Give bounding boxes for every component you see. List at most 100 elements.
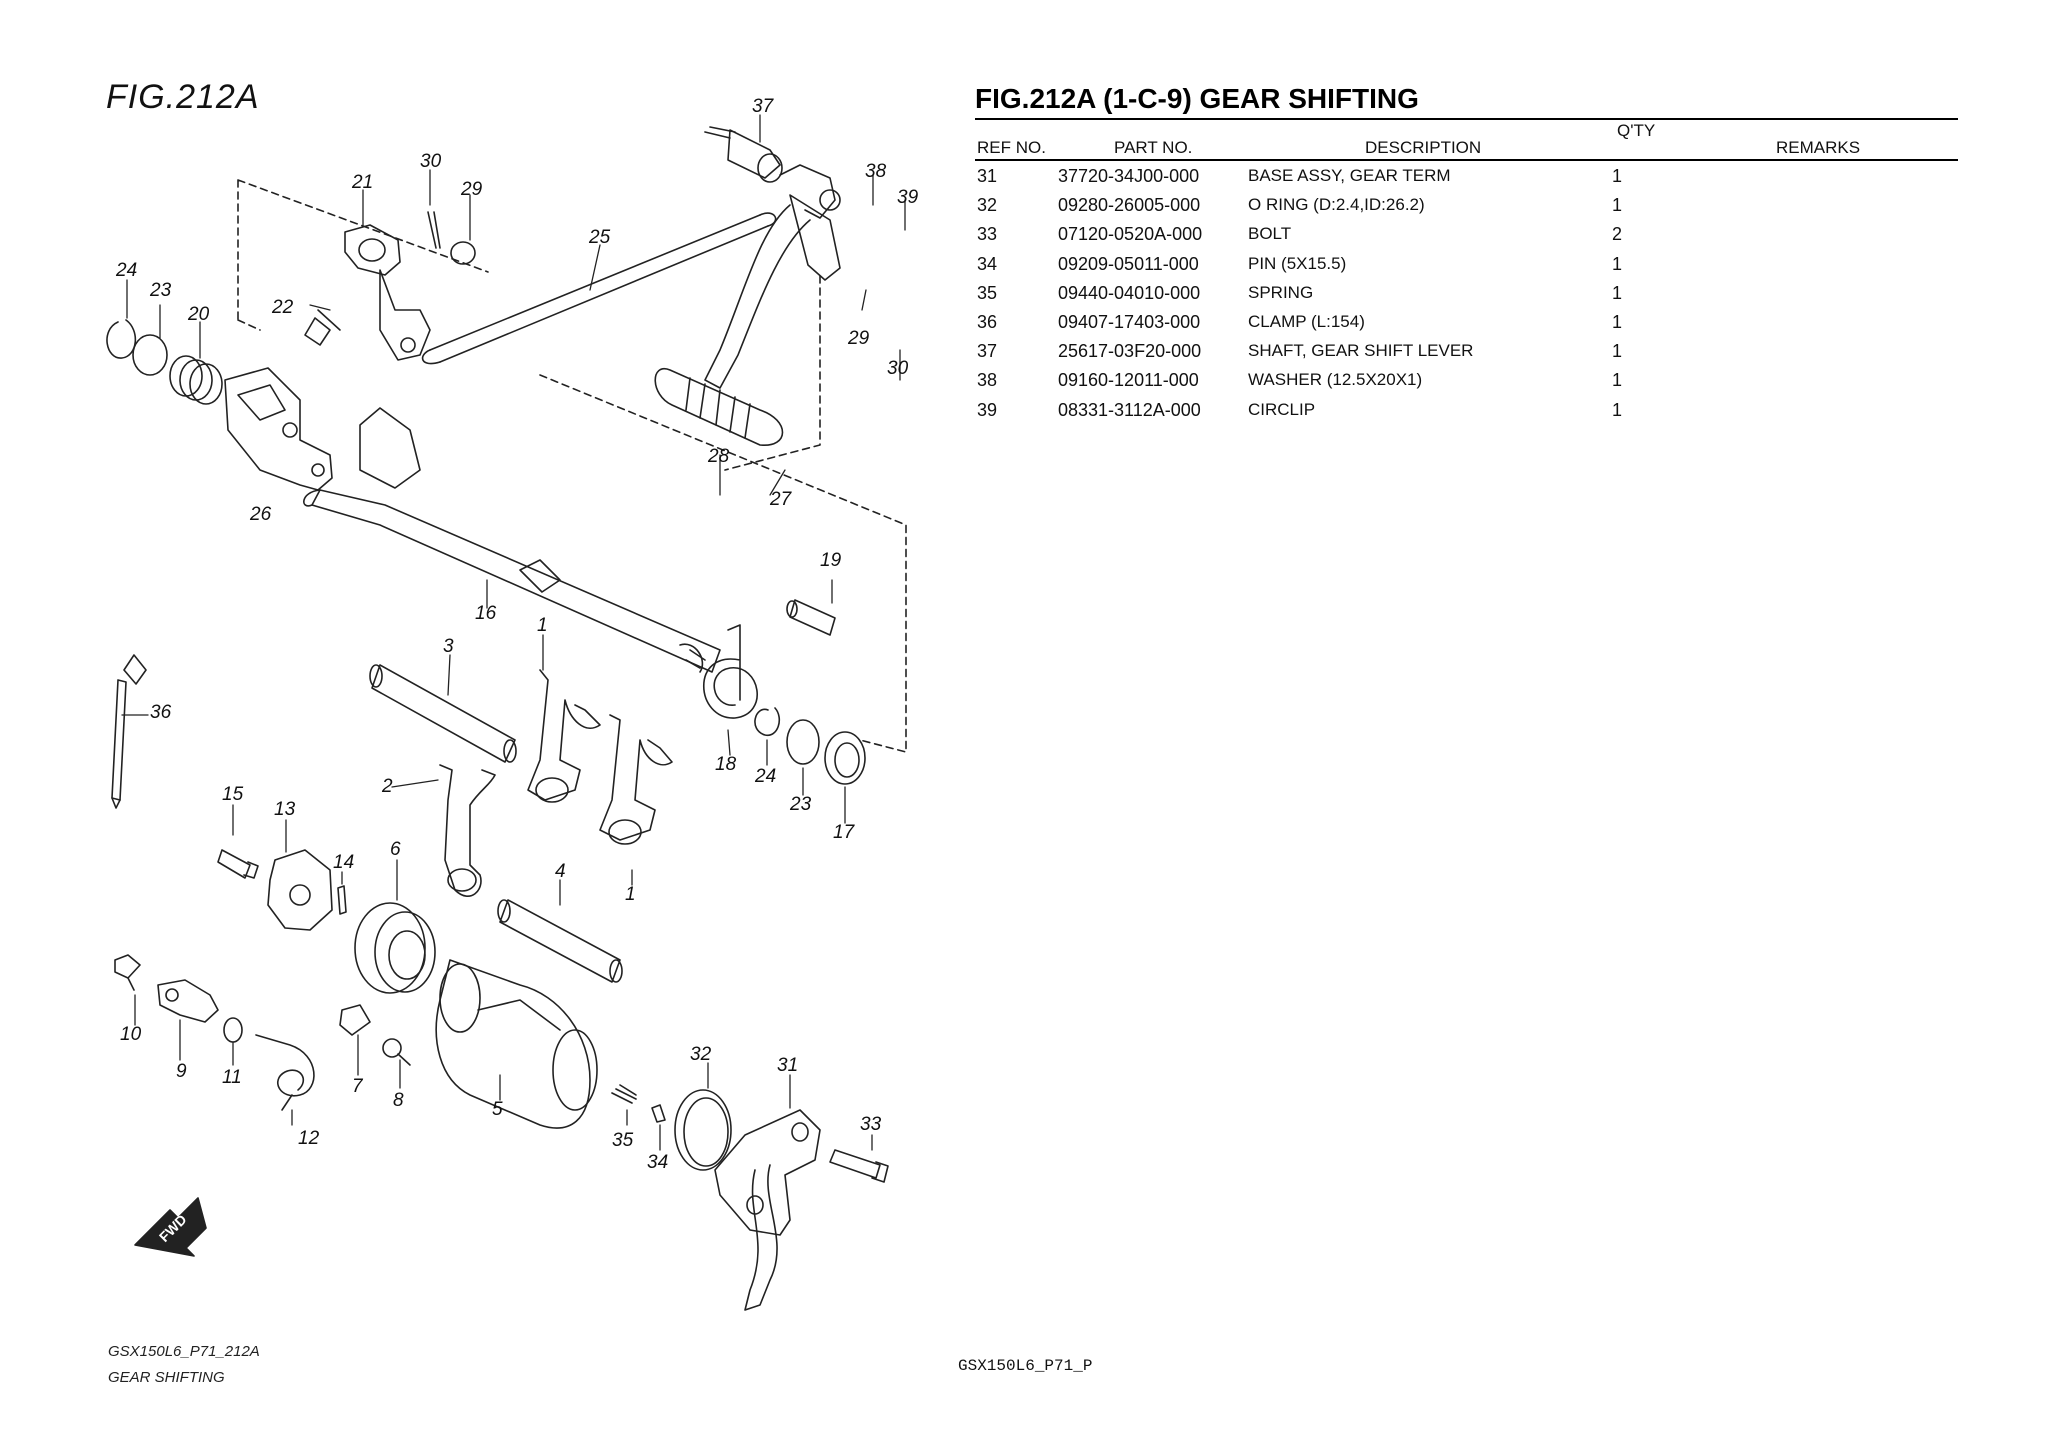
clamp-36: [111, 654, 147, 809]
gear-shift-cam-5: [435, 959, 598, 1129]
parts-row-desc: O RING (D:2.4,ID:26.2): [1248, 195, 1425, 215]
parts-row-part: 09407-17403-000: [1058, 312, 1201, 332]
parts-row-ref: 39: [977, 399, 998, 420]
washer-23-left: [132, 334, 168, 376]
shift-fork-1a: [527, 669, 601, 803]
parts-row-qty: 1: [1612, 282, 1623, 303]
footer-page-code: GSX150L6_P71_P: [958, 1357, 1093, 1375]
parts-row-qty: 1: [1612, 312, 1623, 332]
callout-11: 11: [222, 1067, 242, 1088]
parts-row-part: 09209-05011-000: [1058, 253, 1199, 274]
shift-pawl-plate: [224, 367, 333, 491]
parts-row-part: 37720-34J00-000: [1058, 166, 1200, 186]
stopper-spring-12: [255, 1034, 315, 1111]
callout-1b: 1: [625, 884, 636, 905]
parts-row-qty: 1: [1612, 341, 1623, 362]
assembly-outline-2: [724, 275, 821, 471]
col-header-remarks: REMARKS: [1776, 138, 1861, 157]
pin-34: [651, 1104, 666, 1123]
callout-29b: 29: [847, 328, 870, 349]
parts-row-ref: 35: [977, 282, 998, 303]
callout-5: 5: [492, 1099, 503, 1120]
footrest-rubber: [654, 367, 784, 446]
callout-22: 22: [271, 297, 294, 318]
footer-section-name: GEAR SHIFTING: [108, 1369, 225, 1386]
callout-29: 29: [460, 179, 483, 200]
callout-26: 26: [249, 504, 272, 525]
parts-row-desc: SHAFT, GEAR SHIFT LEVER: [1248, 341, 1474, 361]
bolt-10: [114, 954, 141, 991]
callout-12: 12: [298, 1128, 320, 1149]
gearshift-stopper-9: [157, 979, 219, 1023]
parts-row-desc: BASE ASSY, GEAR TERM: [1248, 166, 1451, 185]
parts-row-desc: SPRING: [1248, 282, 1314, 302]
parts-row-desc: WASHER (12.5X20X1): [1248, 370, 1423, 390]
gear-shift-shaft: [303, 407, 721, 673]
bearing-6: [354, 902, 436, 994]
parts-row-desc: CLAMP (L:154): [1248, 312, 1365, 331]
parts-row-part: 25617-03F20-000: [1058, 341, 1202, 362]
parts-row-qty: 1: [1612, 253, 1623, 274]
header-top-rule: [975, 118, 1958, 120]
callout-30: 30: [420, 151, 442, 172]
gear-shift-lever-shaft: [704, 126, 841, 219]
parts-row-part: 09160-12011-000: [1058, 370, 1199, 391]
parts-row-desc: PIN (5X15.5): [1248, 253, 1347, 273]
callout-36: 36: [150, 702, 172, 723]
washer-23-right: [786, 719, 820, 765]
callout-39: 39: [897, 187, 919, 208]
bolt-15: [217, 849, 259, 879]
parts-row-ref: 36: [977, 312, 998, 332]
callout-8: 8: [393, 1090, 404, 1111]
callout-19: 19: [820, 550, 842, 571]
callout-7: 7: [352, 1076, 364, 1097]
callout-24: 24: [115, 260, 137, 281]
bolt-8: [382, 1038, 411, 1066]
callout-3: 3: [443, 636, 454, 657]
parts-row-part: 09280-26005-000: [1058, 195, 1201, 216]
o-ring-32: [674, 1089, 732, 1171]
parts-row-qty: 1: [1612, 399, 1623, 420]
callout-13: 13: [274, 799, 296, 820]
callout-23: 23: [149, 280, 172, 301]
pin-19: [786, 599, 836, 636]
callout-35: 35: [612, 1130, 634, 1151]
shift-lever-arm: [704, 194, 841, 389]
callout-31: 31: [777, 1055, 798, 1076]
callout-21: 21: [351, 172, 373, 193]
callout-30b: 30: [887, 358, 909, 379]
header-bottom-rule: [975, 159, 1958, 161]
col-header-description: DESCRIPTION: [1365, 138, 1482, 157]
figure-label: FIG.212A: [106, 78, 260, 116]
bolt-33: [829, 1149, 889, 1183]
callout-20: 20: [187, 304, 210, 325]
callout-1: 1: [537, 615, 548, 636]
shift-link-rod: [421, 212, 777, 365]
col-header-ref-no: REF NO.: [977, 138, 1046, 157]
shift-arm: [304, 224, 431, 361]
cotter-pin-30-top: [427, 211, 441, 249]
parts-row-part: 08331-3112A-000: [1058, 399, 1201, 420]
pin-14: [337, 885, 347, 915]
exploded-parts-diagram: 37 38 39 30 29 21 25 24 23 20 22 29 30 2…: [106, 96, 919, 1311]
parts-row-ref: 37: [977, 341, 998, 362]
callout-38: 38: [865, 161, 887, 182]
gear-term-base-31: [714, 1109, 821, 1311]
col-header-qty: Q'TY: [1617, 121, 1656, 140]
callout-4: 4: [555, 861, 566, 882]
callout-17: 17: [833, 822, 856, 843]
return-spring-18: [703, 624, 758, 719]
parts-row-ref: 34: [977, 253, 998, 274]
callout-25: 25: [588, 227, 611, 248]
shift-fork-2: [439, 764, 496, 897]
washer-11: [223, 1017, 243, 1043]
sheet-title: FIG.212A (1-C-9) GEAR SHIFTING: [975, 83, 1419, 114]
spring-35: [611, 1084, 637, 1104]
fwd-arrow-icon: [134, 1197, 207, 1257]
callout-24b: 24: [754, 766, 776, 787]
callout-16: 16: [475, 603, 497, 624]
gearshift-cam-stopper-13: [267, 849, 333, 931]
callout-33: 33: [860, 1114, 882, 1135]
callout-32: 32: [690, 1044, 712, 1065]
parts-row-qty: 1: [1612, 166, 1623, 186]
